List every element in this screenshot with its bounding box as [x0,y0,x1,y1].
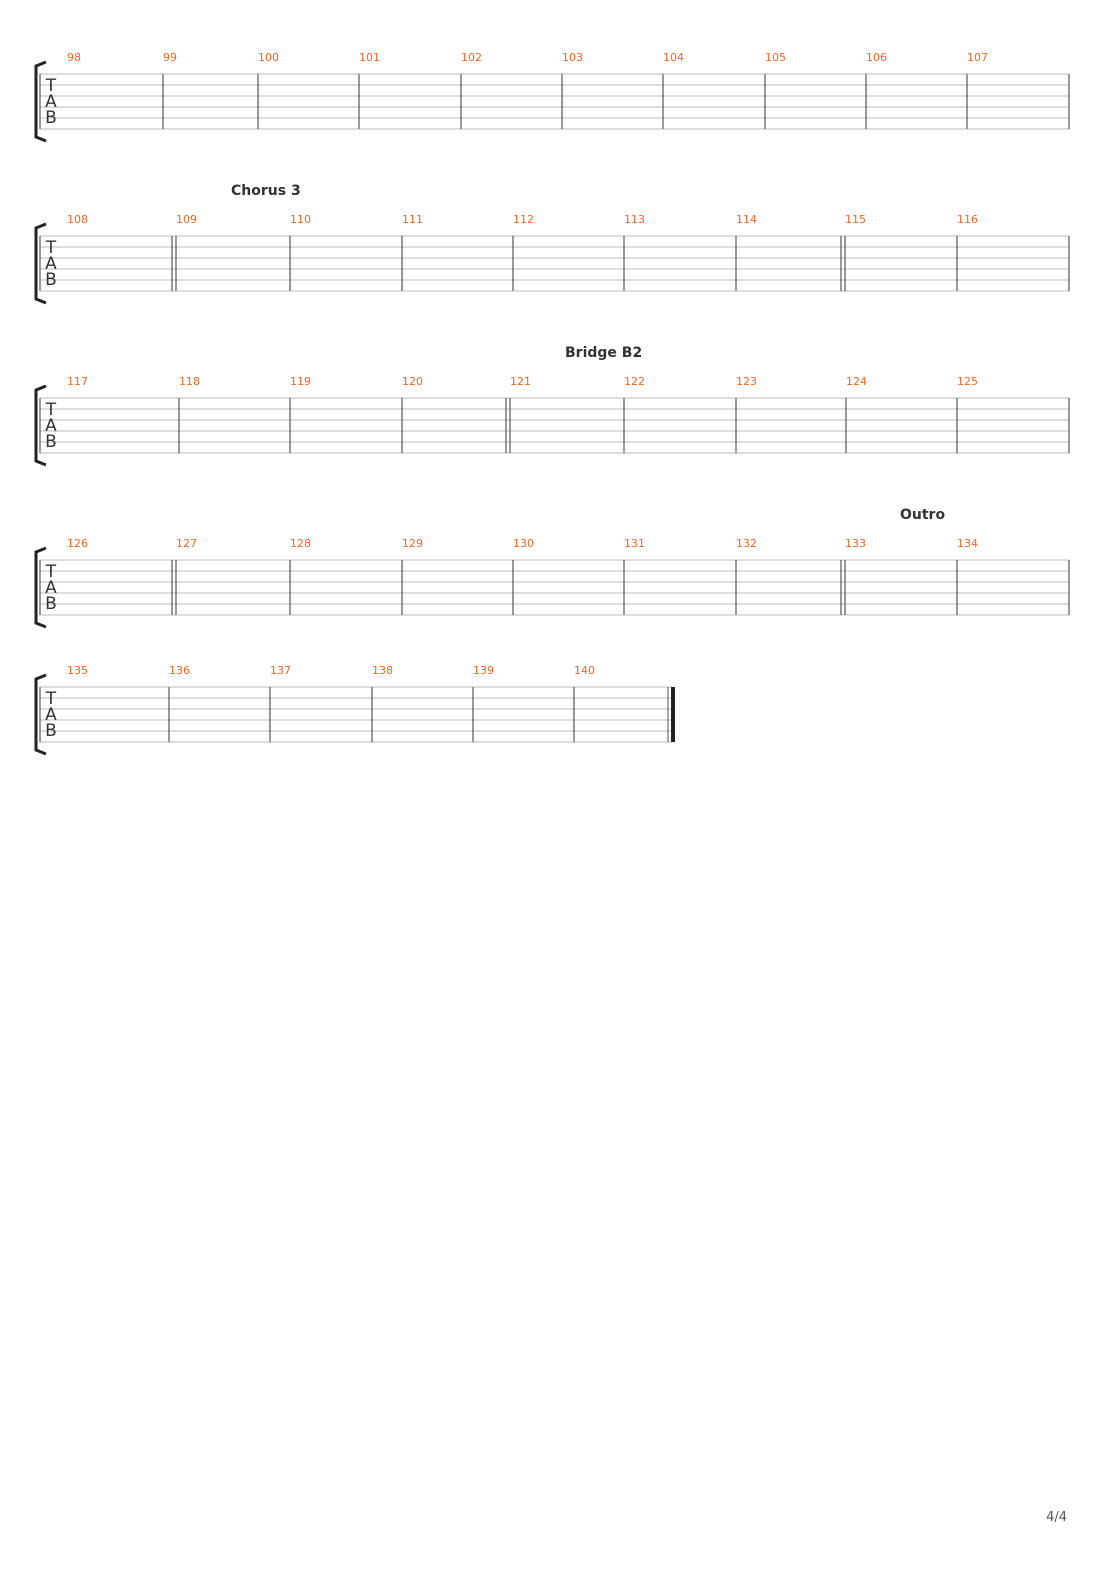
measure-number: 99 [163,51,177,64]
measure-number: 107 [967,51,988,64]
measure-number: 130 [513,537,534,550]
system-bracket [34,384,47,467]
measure-number: 111 [402,213,423,226]
tab-clef-letter: B [45,432,57,452]
measure-number: 124 [846,375,867,388]
measure-number: 140 [574,664,595,677]
measure-number: 110 [290,213,311,226]
measure-number: 134 [957,537,978,550]
measure-number: 113 [624,213,645,226]
tab-system: TAB 117 118 119 120 121 122 123 124 125 Bridge B2 [34,345,1070,467]
measure-number: 108 [67,213,88,226]
measure-number: 118 [179,375,200,388]
measure-number: 126 [67,537,88,550]
measure-number: 106 [866,51,887,64]
tab-clef-letter: B [45,270,57,290]
measure-number: 101 [359,51,380,64]
measure-number: 131 [624,537,645,550]
measure-number: 103 [562,51,583,64]
measure-number: 112 [513,213,534,226]
measure-number: 138 [372,664,393,677]
measure-number: 136 [169,664,190,677]
measure-number: 139 [473,664,494,677]
measure-number: 102 [461,51,482,64]
system-bracket [34,673,47,756]
measure-number: 120 [402,375,423,388]
tab-clef-letter: A [45,254,57,274]
measure-number: 98 [67,51,81,64]
measure-number: 123 [736,375,757,388]
measure-number: 137 [270,664,291,677]
measure-number: 117 [67,375,88,388]
tab-system: TAB 135 136 137 138 139 140 [34,664,675,756]
measure-number: 100 [258,51,279,64]
tab-clef-letter: T [45,400,57,420]
tab-clef-letter: B [45,721,57,741]
measure-number: 128 [290,537,311,550]
tab-clef-letter: A [45,92,57,112]
measure-number: 122 [624,375,645,388]
measure-number: 125 [957,375,978,388]
tab-system: TAB 126 127 128 129 130 131 132 133 134 Outro [34,507,1070,629]
tab-clef-letter: A [45,578,57,598]
section-marker: Chorus 3 [231,183,301,199]
tab-clef-letter: T [45,238,57,258]
section-marker: Outro [900,507,945,523]
measure-number: 127 [176,537,197,550]
measure-number: 119 [290,375,311,388]
measure-number: 116 [957,213,978,226]
tab-clef-letter: B [45,108,57,128]
tab-clef-letter: T [45,689,57,709]
tab-clef-letter: T [45,562,57,582]
measure-number: 114 [736,213,757,226]
measure-number: 133 [845,537,866,550]
tab-system: TAB 98 99 100 101 102 103 104 105 106 107 [34,51,1070,143]
measure-number: 121 [510,375,531,388]
measure-number: 129 [402,537,423,550]
tab-clef-letter: A [45,416,57,436]
measure-number: 115 [845,213,866,226]
tab-clef-letter: A [45,705,57,725]
tab-clef-letter: T [45,76,57,96]
measure-number: 104 [663,51,684,64]
system-bracket [34,60,47,143]
measure-number: 132 [736,537,757,550]
system-bracket [34,546,47,629]
measure-number: 135 [67,664,88,677]
system-bracket [34,222,47,305]
page-number: 4/4 [1046,1510,1067,1525]
measure-number: 109 [176,213,197,226]
tab-system: TAB 108 109 110 111 112 113 114 115 116 Chorus 3 [34,183,1070,305]
measure-number: 105 [765,51,786,64]
section-marker: Bridge B2 [565,345,642,361]
tab-clef-letter: B [45,594,57,614]
